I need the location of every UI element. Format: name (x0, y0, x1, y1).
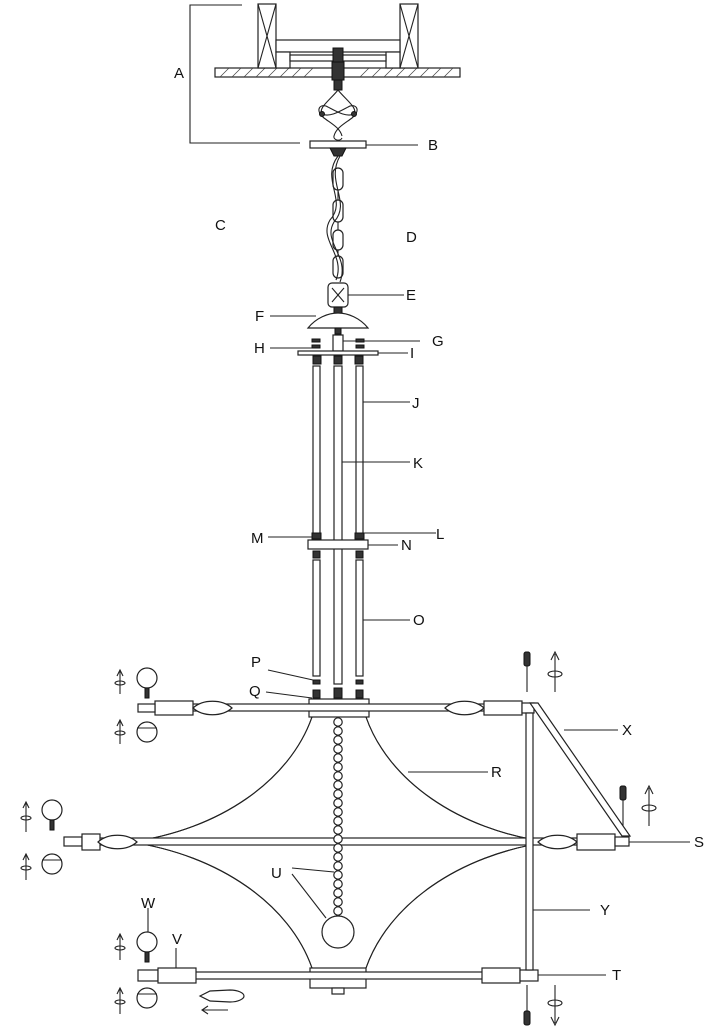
bead (333, 807, 343, 817)
side-brace (525, 702, 632, 971)
bead (333, 870, 343, 880)
bead (333, 816, 343, 826)
label-k: K (413, 455, 423, 472)
top-plate (270, 334, 420, 356)
bulb-icon (41, 799, 63, 831)
label-r: R (491, 764, 502, 781)
label-e: E (406, 287, 416, 304)
bead (333, 897, 343, 907)
loop-e (327, 282, 404, 308)
middle-arm (63, 833, 690, 851)
bead (333, 789, 343, 799)
bead (333, 717, 343, 727)
lower-rods (265, 559, 410, 699)
rotate-arrow-icon (114, 668, 126, 694)
bead (333, 762, 343, 772)
rotate-arrow-icon (641, 784, 657, 826)
curved-ribs (129, 716, 549, 969)
bead (333, 771, 343, 781)
assembly-icons (20, 650, 657, 1027)
bead (333, 735, 343, 745)
label-b: B (428, 137, 438, 154)
screwdriver-icon (619, 785, 627, 826)
bowl-f (270, 306, 370, 335)
bead-chain (333, 717, 343, 916)
bead (333, 780, 343, 790)
label-q: Q (249, 683, 261, 700)
bead (333, 879, 343, 889)
bead (333, 843, 343, 853)
part-labels: A B C D E F G H I J K L M N O P Q R S T … (141, 65, 704, 984)
shade-icon (136, 721, 158, 743)
finial-ball (291, 867, 355, 949)
label-y: Y (600, 902, 610, 919)
bead (333, 825, 343, 835)
bead (333, 861, 343, 871)
rotate-arrow-icon (114, 932, 126, 960)
label-h: H (254, 340, 265, 357)
label-w: W (141, 895, 156, 912)
candle-bulb-icon (198, 989, 245, 1015)
label-o: O (413, 612, 425, 629)
bulb-icon (136, 667, 158, 699)
label-s: S (694, 834, 704, 851)
bead (333, 798, 343, 808)
label-d: D (406, 229, 417, 246)
shade-icon (41, 853, 63, 875)
label-j: J (412, 395, 420, 412)
chain-and-wire (326, 155, 344, 283)
bead (333, 834, 343, 844)
bead (333, 852, 343, 862)
label-f: F (255, 308, 264, 325)
label-p: P (251, 654, 261, 671)
label-l: L (436, 526, 444, 543)
rotate-arrow-icon (547, 985, 563, 1027)
label-c: C (215, 217, 226, 234)
shade-icon (136, 987, 158, 1009)
screwdriver-icon (523, 985, 531, 1026)
screwdriver-icon (523, 651, 531, 692)
bead (333, 753, 343, 763)
label-t: T (612, 967, 621, 984)
label-n: N (401, 537, 412, 554)
bead (333, 906, 343, 916)
rotate-arrow-icon (20, 800, 32, 832)
label-x: X (622, 722, 632, 739)
label-a: A (174, 65, 184, 82)
canopy-b (309, 140, 418, 157)
lower-arm (137, 948, 606, 995)
bead (333, 888, 343, 898)
label-i: I (410, 345, 414, 362)
rotate-arrow-icon (547, 650, 563, 692)
label-v: V (172, 931, 182, 948)
rotate-arrow-icon (114, 718, 126, 744)
rotate-arrow-icon (114, 986, 126, 1014)
coupling (268, 532, 436, 559)
bead (333, 726, 343, 736)
label-g: G (432, 333, 444, 350)
bulb-icon (136, 931, 158, 963)
upper-arm (137, 698, 535, 718)
label-m: M (251, 530, 264, 547)
bead (333, 744, 343, 754)
label-u: U (271, 865, 282, 882)
rotate-arrow-icon (20, 852, 32, 880)
ceiling-mount (189, 3, 461, 144)
